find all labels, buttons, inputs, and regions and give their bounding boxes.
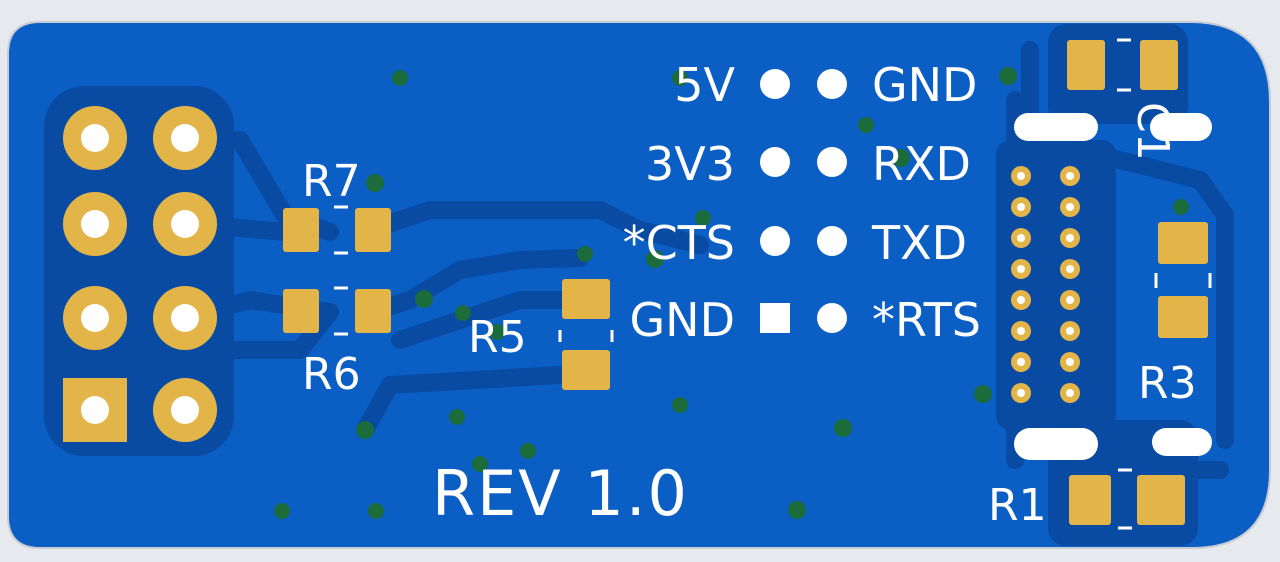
revision-label: REV 1.0 (432, 457, 689, 530)
pin-label-left-3: *CTS (623, 216, 735, 270)
label-c1: C1 (1127, 102, 1178, 161)
label-r3: R3 (1138, 358, 1197, 409)
pin-label-right-1: GND (872, 58, 977, 112)
pin-label-right-4: *RTS (872, 293, 981, 347)
silk-outlines (334, 38, 1212, 530)
label-r1: R1 (988, 480, 1047, 531)
label-r7: R7 (302, 156, 361, 207)
pin-label-right-2: RXD (872, 137, 971, 191)
label-r5: R5 (468, 312, 527, 363)
board-outline (7, 21, 1271, 549)
label-r6: R6 (302, 349, 361, 400)
pin-label-left-4: GND (630, 293, 735, 347)
pin-label-right-3: TXD (871, 216, 967, 270)
usb-mount-pads (1014, 113, 1212, 460)
pin-label-left-1: 5V (674, 58, 735, 112)
smd-pads (283, 40, 1208, 525)
usb-pins (1011, 166, 1080, 403)
vias (274, 67, 1189, 519)
pin-marks (760, 69, 847, 333)
pin-label-left-2: 3V3 (645, 137, 735, 191)
header-pads (63, 106, 217, 442)
